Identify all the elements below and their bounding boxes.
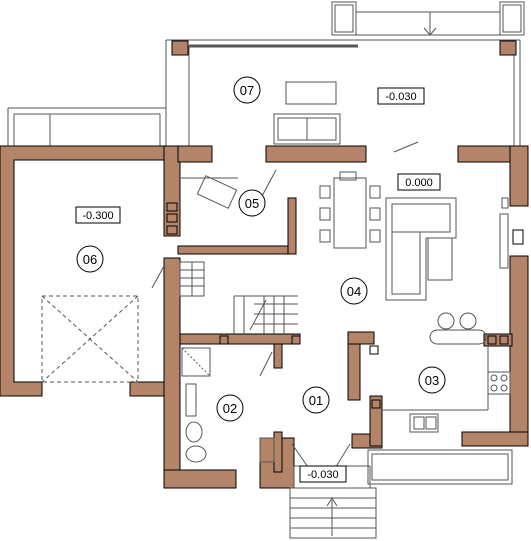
- level-mark-main: 0.000: [397, 173, 441, 191]
- terrace: [7, 1, 525, 148]
- window-markers: [166, 202, 524, 409]
- svg-text:03: 03: [425, 373, 439, 388]
- room-label-01: 01: [302, 386, 330, 414]
- svg-text:06: 06: [83, 252, 97, 267]
- svg-text:05: 05: [245, 196, 259, 211]
- room-label-05: 05: [238, 189, 266, 217]
- room-label-07: 07: [233, 76, 261, 104]
- terrace-furniture: [273, 81, 341, 145]
- svg-text:01: 01: [309, 393, 323, 408]
- svg-text:04: 04: [347, 284, 361, 299]
- svg-text:-0.300: -0.300: [82, 210, 113, 222]
- room-label-04: 04: [340, 277, 368, 305]
- interior-lines: [41, 141, 513, 539]
- terrace-posts: [171, 40, 517, 56]
- svg-text:-0.030: -0.030: [307, 469, 338, 481]
- svg-text:02: 02: [223, 401, 237, 416]
- svg-text:0.000: 0.000: [405, 177, 433, 189]
- walls: [0, 145, 529, 489]
- room-label-06: 06: [76, 245, 104, 273]
- room-label-03: 03: [418, 366, 446, 394]
- level-mark-terrace: -0.030: [377, 87, 425, 105]
- svg-text:07: 07: [240, 83, 254, 98]
- room-label-02: 02: [216, 394, 244, 422]
- level-mark-garage: -0.300: [75, 206, 121, 224]
- level-mark-entrance: -0.030: [299, 465, 347, 483]
- svg-text:-0.030: -0.030: [385, 91, 416, 103]
